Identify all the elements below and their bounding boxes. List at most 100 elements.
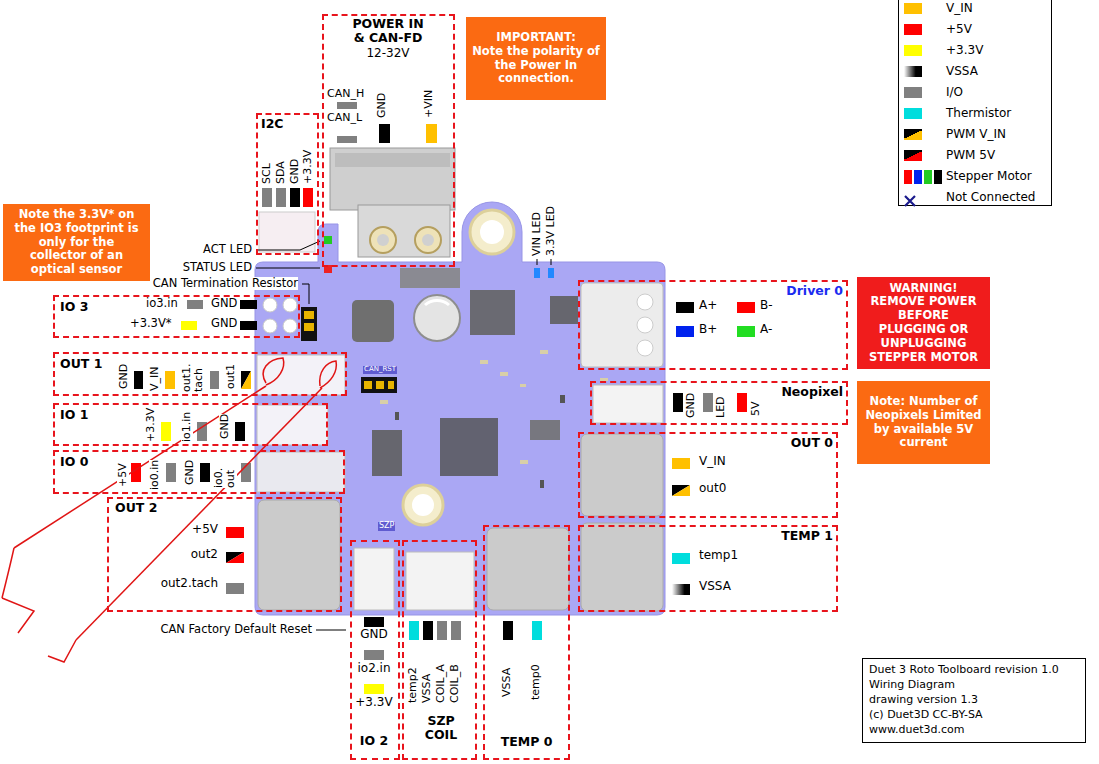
legend-swatch <box>904 129 922 140</box>
pin-swatches <box>240 321 257 330</box>
board-components <box>548 268 554 278</box>
pin-label: CAN_H <box>327 88 364 100</box>
connector-plugs <box>637 294 653 310</box>
legend-swatch <box>904 170 942 184</box>
pin-swatches <box>131 102 755 694</box>
pin-label: +3.3V <box>352 696 396 709</box>
board-components <box>395 412 399 420</box>
pin-swatches <box>240 300 257 309</box>
part-label: CAN Termination Resistor <box>153 277 298 290</box>
board-components <box>425 300 449 305</box>
pin-label: +VIN <box>423 90 435 118</box>
board-components <box>377 234 389 246</box>
note-text: REMOVE POWER BEFORE PLUGGING OR UNPLUGGI… <box>863 295 984 364</box>
legend-swatch <box>904 195 916 207</box>
pin-swatches <box>187 300 203 309</box>
connector-section: IO 3io3.inGND+3.3V*GND <box>53 295 300 338</box>
pin-label: LED <box>715 396 727 418</box>
board-components <box>415 227 441 253</box>
section-title: Neopixel <box>781 385 843 399</box>
hand-drawn-annotation <box>2 358 336 662</box>
silkscreen-label: CAN_RST <box>363 366 397 374</box>
part-label: ACT LED <box>203 243 252 256</box>
pin-swatches <box>337 136 357 143</box>
board-components <box>283 319 297 333</box>
pin-swatches <box>532 621 542 640</box>
board-components <box>335 153 450 167</box>
pin-swatches <box>276 188 286 207</box>
pin-swatches <box>423 621 433 640</box>
part-label: CAN Factory Default Reset <box>160 623 312 636</box>
connector-plugs <box>259 212 315 252</box>
pin-swatches <box>235 422 245 441</box>
pin-swatches <box>303 188 313 207</box>
board-components <box>263 319 277 333</box>
pin-label: GND <box>352 628 396 641</box>
note-heading: WARNING! <box>889 282 957 296</box>
connector-section: TEMP 1temp1VSSA <box>578 525 838 612</box>
pin-label: io1.in <box>181 412 193 442</box>
pin-swatches <box>737 302 755 313</box>
board-components <box>500 372 508 376</box>
pin-swatches <box>262 188 272 207</box>
board-components <box>422 234 434 246</box>
board-components <box>304 323 314 331</box>
pin-swatches <box>226 552 244 563</box>
legend-swatch <box>904 150 922 161</box>
board-components <box>400 268 460 288</box>
pin-label: GND <box>118 364 130 389</box>
hand-drawn-annotation <box>2 548 14 598</box>
board-outline <box>255 202 665 615</box>
section-title: IO 1 <box>60 408 88 422</box>
legend-swatch <box>905 196 915 206</box>
connector-plugs <box>581 523 663 611</box>
legend-swatch <box>904 3 922 14</box>
pin-swatches <box>165 371 175 389</box>
section-title: TEMP 1 <box>781 529 833 543</box>
pin-swatches <box>364 650 384 660</box>
pin-swatches <box>703 393 713 412</box>
hand-drawn-annotation <box>48 640 76 662</box>
pin-label: SDA <box>275 161 287 184</box>
note-heading: IMPORTANT: <box>496 31 576 45</box>
legend-text: PWM V_IN <box>946 128 1006 141</box>
pin-swatches <box>241 371 251 389</box>
pin-swatches <box>672 458 690 469</box>
note-text: Note the 3.3V* on the IO3 footprint is o… <box>9 208 144 277</box>
pin-swatches <box>672 485 690 496</box>
board-components <box>560 395 565 403</box>
board-components <box>403 485 443 525</box>
section-title: IO 2 <box>352 734 396 748</box>
legend-swatch <box>904 108 922 119</box>
section-title: I2C <box>261 117 284 131</box>
connector-section: I2CSCLSDAGND+3.3V <box>256 113 319 255</box>
connector-section: POWER IN & CAN-FD12-32VCAN_HCAN_LGND+VIN <box>322 14 455 267</box>
section-title: OUT 0 <box>791 436 833 450</box>
pin-swatches <box>503 621 513 640</box>
board-components <box>520 384 526 387</box>
board-components <box>470 210 514 254</box>
pin-swatches <box>737 326 755 337</box>
legend-text: +5V <box>946 23 972 36</box>
section-title: TEMP 0 <box>487 735 566 749</box>
board-components <box>263 298 277 312</box>
pin-label: +5V <box>192 523 218 536</box>
pin-swatches <box>290 188 300 207</box>
section-title: SZP COIL <box>416 714 466 742</box>
info-box: Duet 3 Roto Toolboard revision 1.0Wiring… <box>862 658 1086 743</box>
pin-swatches <box>241 371 251 389</box>
leader-lines <box>256 268 320 269</box>
section-title: OUT 2 <box>115 501 157 515</box>
connector-section: OUT 1GNDV_INout1. tachout1 <box>53 352 347 396</box>
legend-swatch <box>904 87 922 98</box>
pin-label: out2.tach <box>161 577 218 590</box>
pin-label: io2.in <box>352 662 396 675</box>
board-components <box>480 360 488 364</box>
note-text: (c) Duet3D CC-BY-SA <box>869 708 983 723</box>
pin-swatches <box>181 321 197 330</box>
pin-label: COIL_A <box>435 664 447 703</box>
connector-plugs <box>354 548 394 610</box>
pin-swatches <box>672 553 690 564</box>
connector-section: VSSAtemp0TEMP 0 <box>483 525 570 760</box>
board-components <box>388 381 394 389</box>
